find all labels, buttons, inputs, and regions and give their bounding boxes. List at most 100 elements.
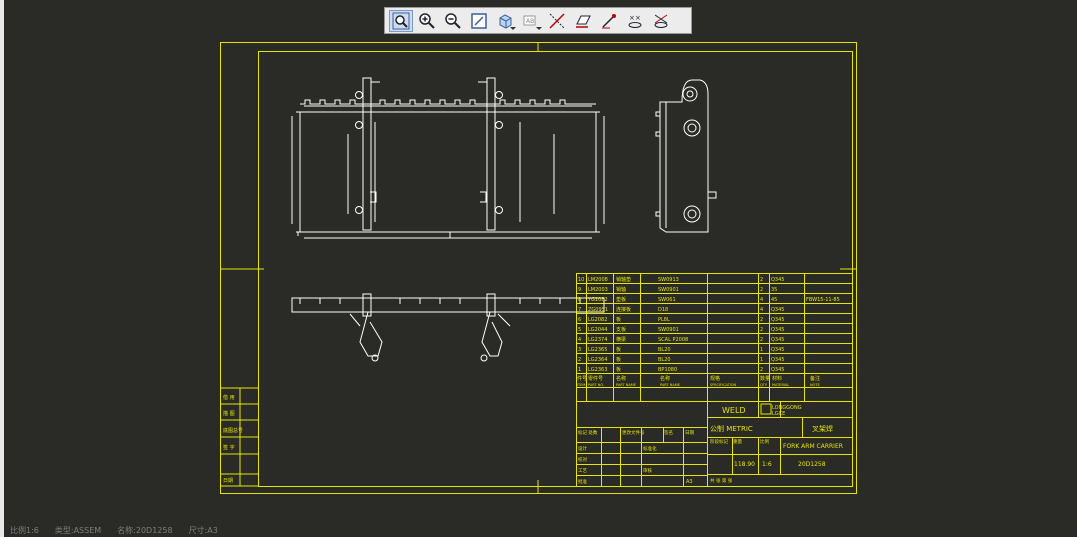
datum-axis-display-icon	[549, 12, 565, 29]
metric-label: 公制 METRIC	[710, 424, 753, 433]
csys-display-button[interactable]: ××	[623, 10, 647, 32]
bom-table-grid	[576, 273, 853, 402]
bom-header-cn: 规格	[710, 375, 720, 382]
refit-button[interactable]	[467, 10, 491, 32]
bom-cell-no: 4	[578, 337, 581, 343]
datum-axis-display-button[interactable]	[545, 10, 569, 32]
bom-cell-mat: Q345	[771, 357, 784, 363]
bom-cell-name: 销轴	[616, 286, 626, 293]
company-logo-line1: LONGGONG	[772, 405, 802, 411]
front-view	[291, 77, 605, 239]
refit-icon	[471, 12, 487, 29]
status-scale: 比例1:6	[10, 526, 39, 535]
datum-plane-display-button[interactable]	[571, 10, 595, 32]
bom-cell-mat: Q345	[771, 337, 784, 343]
bom-header-en: PART NAME	[616, 383, 636, 387]
bom-cell-spec: PL8L	[658, 317, 670, 323]
standardize-label: 标准化	[643, 445, 657, 452]
status-size: 尺寸:A3	[188, 526, 218, 535]
bom-cell-qty: 2	[760, 367, 763, 373]
scale-label: 比例	[760, 438, 769, 445]
zoom-out-button[interactable]	[441, 10, 465, 32]
company-logo-line2: LGCE	[772, 411, 785, 417]
bom-cell-qty: 2	[760, 287, 763, 293]
bom-cell-no: 10	[578, 277, 584, 283]
status-name: 名称:20D1258	[117, 526, 173, 535]
bom-cell-mat: Q345	[771, 277, 784, 283]
window-left-edge	[0, 0, 4, 537]
bom-header-en: PART NO.	[588, 383, 604, 387]
bom-cell-mat: Q345	[771, 347, 784, 353]
bom-cell-mat: Q345	[771, 327, 784, 333]
bom-cell-code: LG2365	[588, 347, 607, 353]
bom-header-en: QTY	[760, 383, 768, 387]
bom-cell-code: YG1082	[587, 297, 608, 303]
bom-cell-name: 支板	[616, 326, 626, 333]
bom-cell-spec: BL20	[658, 357, 671, 363]
bom-cell-name: 垫板	[616, 296, 626, 303]
zoom-in-button[interactable]	[415, 10, 439, 32]
weld-label: WELD	[722, 406, 746, 415]
bom-header-en: ITEM	[577, 383, 585, 387]
bom-cell-no: 8	[578, 297, 581, 303]
bom-header-cn: 件号	[577, 375, 587, 382]
svg-text:AB: AB	[526, 18, 534, 25]
spin-center-display-button[interactable]	[649, 10, 673, 32]
side-view	[655, 79, 717, 233]
weight-label: 重量	[733, 438, 742, 445]
weight-value: 118.90	[734, 461, 755, 468]
bom-cell-code: LM2008	[588, 277, 608, 283]
left-side-block	[220, 387, 259, 487]
bom-cell-spec: SW0901	[658, 327, 679, 333]
left-block-label-2: 描 图	[223, 410, 235, 417]
chevron-down-icon	[536, 26, 542, 30]
check-label: 校对	[578, 456, 587, 463]
view-cube-icon	[499, 13, 512, 29]
left-block-label-5: 日期	[223, 478, 233, 484]
svg-text:×: ×	[629, 14, 635, 22]
drawing-sheet[interactable]: 10LM2008销轴垫SW09132Q3459LM2003销轴SW0901235…	[220, 42, 857, 494]
bom-cell-name: 销轴垫	[616, 276, 631, 283]
bom-cell-note: FBW15-11-85	[806, 297, 840, 303]
bom-cell-spec: BL20	[658, 347, 671, 353]
bom-cell-no: 7	[578, 307, 581, 313]
bom-cell-no: 3	[578, 347, 581, 353]
annotation-display-button[interactable]: AB	[519, 10, 543, 32]
view-orientation-button[interactable]	[493, 10, 517, 32]
bom-cell-name: 板	[616, 316, 621, 323]
view-toolbar: AB ××	[384, 7, 692, 34]
bom-header-cn: 名称	[660, 375, 670, 382]
bom-cell-mat: 45	[771, 297, 777, 303]
bom-cell-name: 横梁	[616, 336, 626, 343]
zoom-window-icon	[392, 12, 410, 29]
sheet-count-label: 共 张 第 张	[710, 477, 733, 484]
bom-cell-no: 9	[578, 287, 581, 293]
ecn-label: 更改文件号	[622, 429, 645, 436]
bom-cell-qty: 2	[760, 327, 763, 333]
bom-cell-qty: 4	[760, 297, 763, 303]
title-block-grid	[576, 401, 853, 487]
drawing-title-cn: 叉架焊	[812, 424, 833, 433]
bom-cell-name: 板	[616, 366, 621, 373]
scale-value: 1:6	[762, 461, 772, 468]
part-number-value: 20D1258	[798, 461, 826, 468]
bom-cell-no: 1	[578, 367, 581, 373]
datum-point-display-icon	[602, 13, 616, 28]
datum-point-display-button[interactable]	[597, 10, 621, 32]
bom-cell-qty: 1	[760, 347, 763, 353]
bom-header-cn: 材料	[772, 375, 782, 382]
bom-header-cn: 数量	[760, 375, 770, 382]
approve-label: 批准	[578, 478, 587, 485]
bom-cell-spec: SW061	[658, 297, 676, 303]
sign-label: 签名	[664, 429, 673, 436]
annotation-display-icon: AB	[523, 15, 536, 25]
bom-cell-code: LG2082	[588, 317, 607, 323]
bom-cell-spec: BP1080	[658, 367, 677, 373]
zoom-window-button[interactable]	[389, 9, 413, 32]
sheet-size-value: A3	[686, 479, 693, 485]
bom-header-en: SPECIFICATION	[710, 383, 737, 387]
bom-cell-qty: 1	[760, 357, 763, 363]
bom-header-en: MATERIAL	[772, 383, 789, 387]
bom-cell-code: LG2374	[588, 337, 607, 343]
